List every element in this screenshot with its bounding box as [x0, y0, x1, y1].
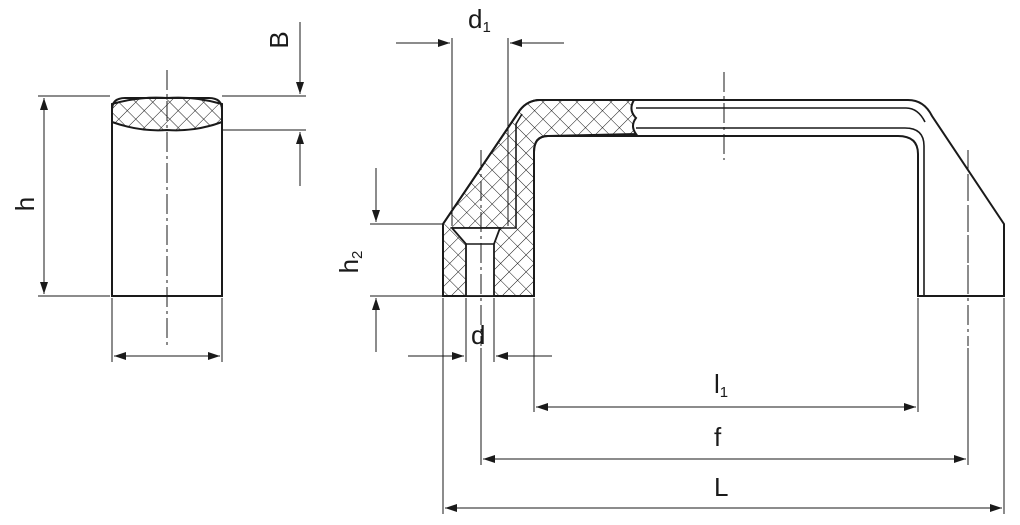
label-l1: l1 — [714, 369, 728, 401]
dim-B — [222, 22, 306, 186]
front-view-centerlines — [480, 72, 969, 346]
dim-d — [408, 298, 552, 362]
dim-f — [480, 348, 969, 465]
label-L: L — [714, 472, 728, 502]
handle-inner-line-top — [636, 107, 926, 123]
side-view — [111, 70, 223, 346]
dim-width — [111, 298, 223, 362]
dim-l1 — [533, 298, 919, 412]
dim-h — [38, 95, 110, 297]
label-f: f — [714, 422, 722, 452]
label-d: d — [471, 320, 485, 350]
dim-L — [442, 298, 1005, 514]
dim-h2 — [370, 168, 442, 352]
front-view — [442, 99, 1005, 297]
label-d1: d1 — [468, 4, 491, 36]
dim-d1 — [396, 38, 564, 226]
label-B: B — [264, 31, 294, 48]
handle-inner-line — [636, 127, 925, 296]
label-h2: h2 — [334, 251, 366, 274]
label-h: h — [10, 197, 40, 211]
